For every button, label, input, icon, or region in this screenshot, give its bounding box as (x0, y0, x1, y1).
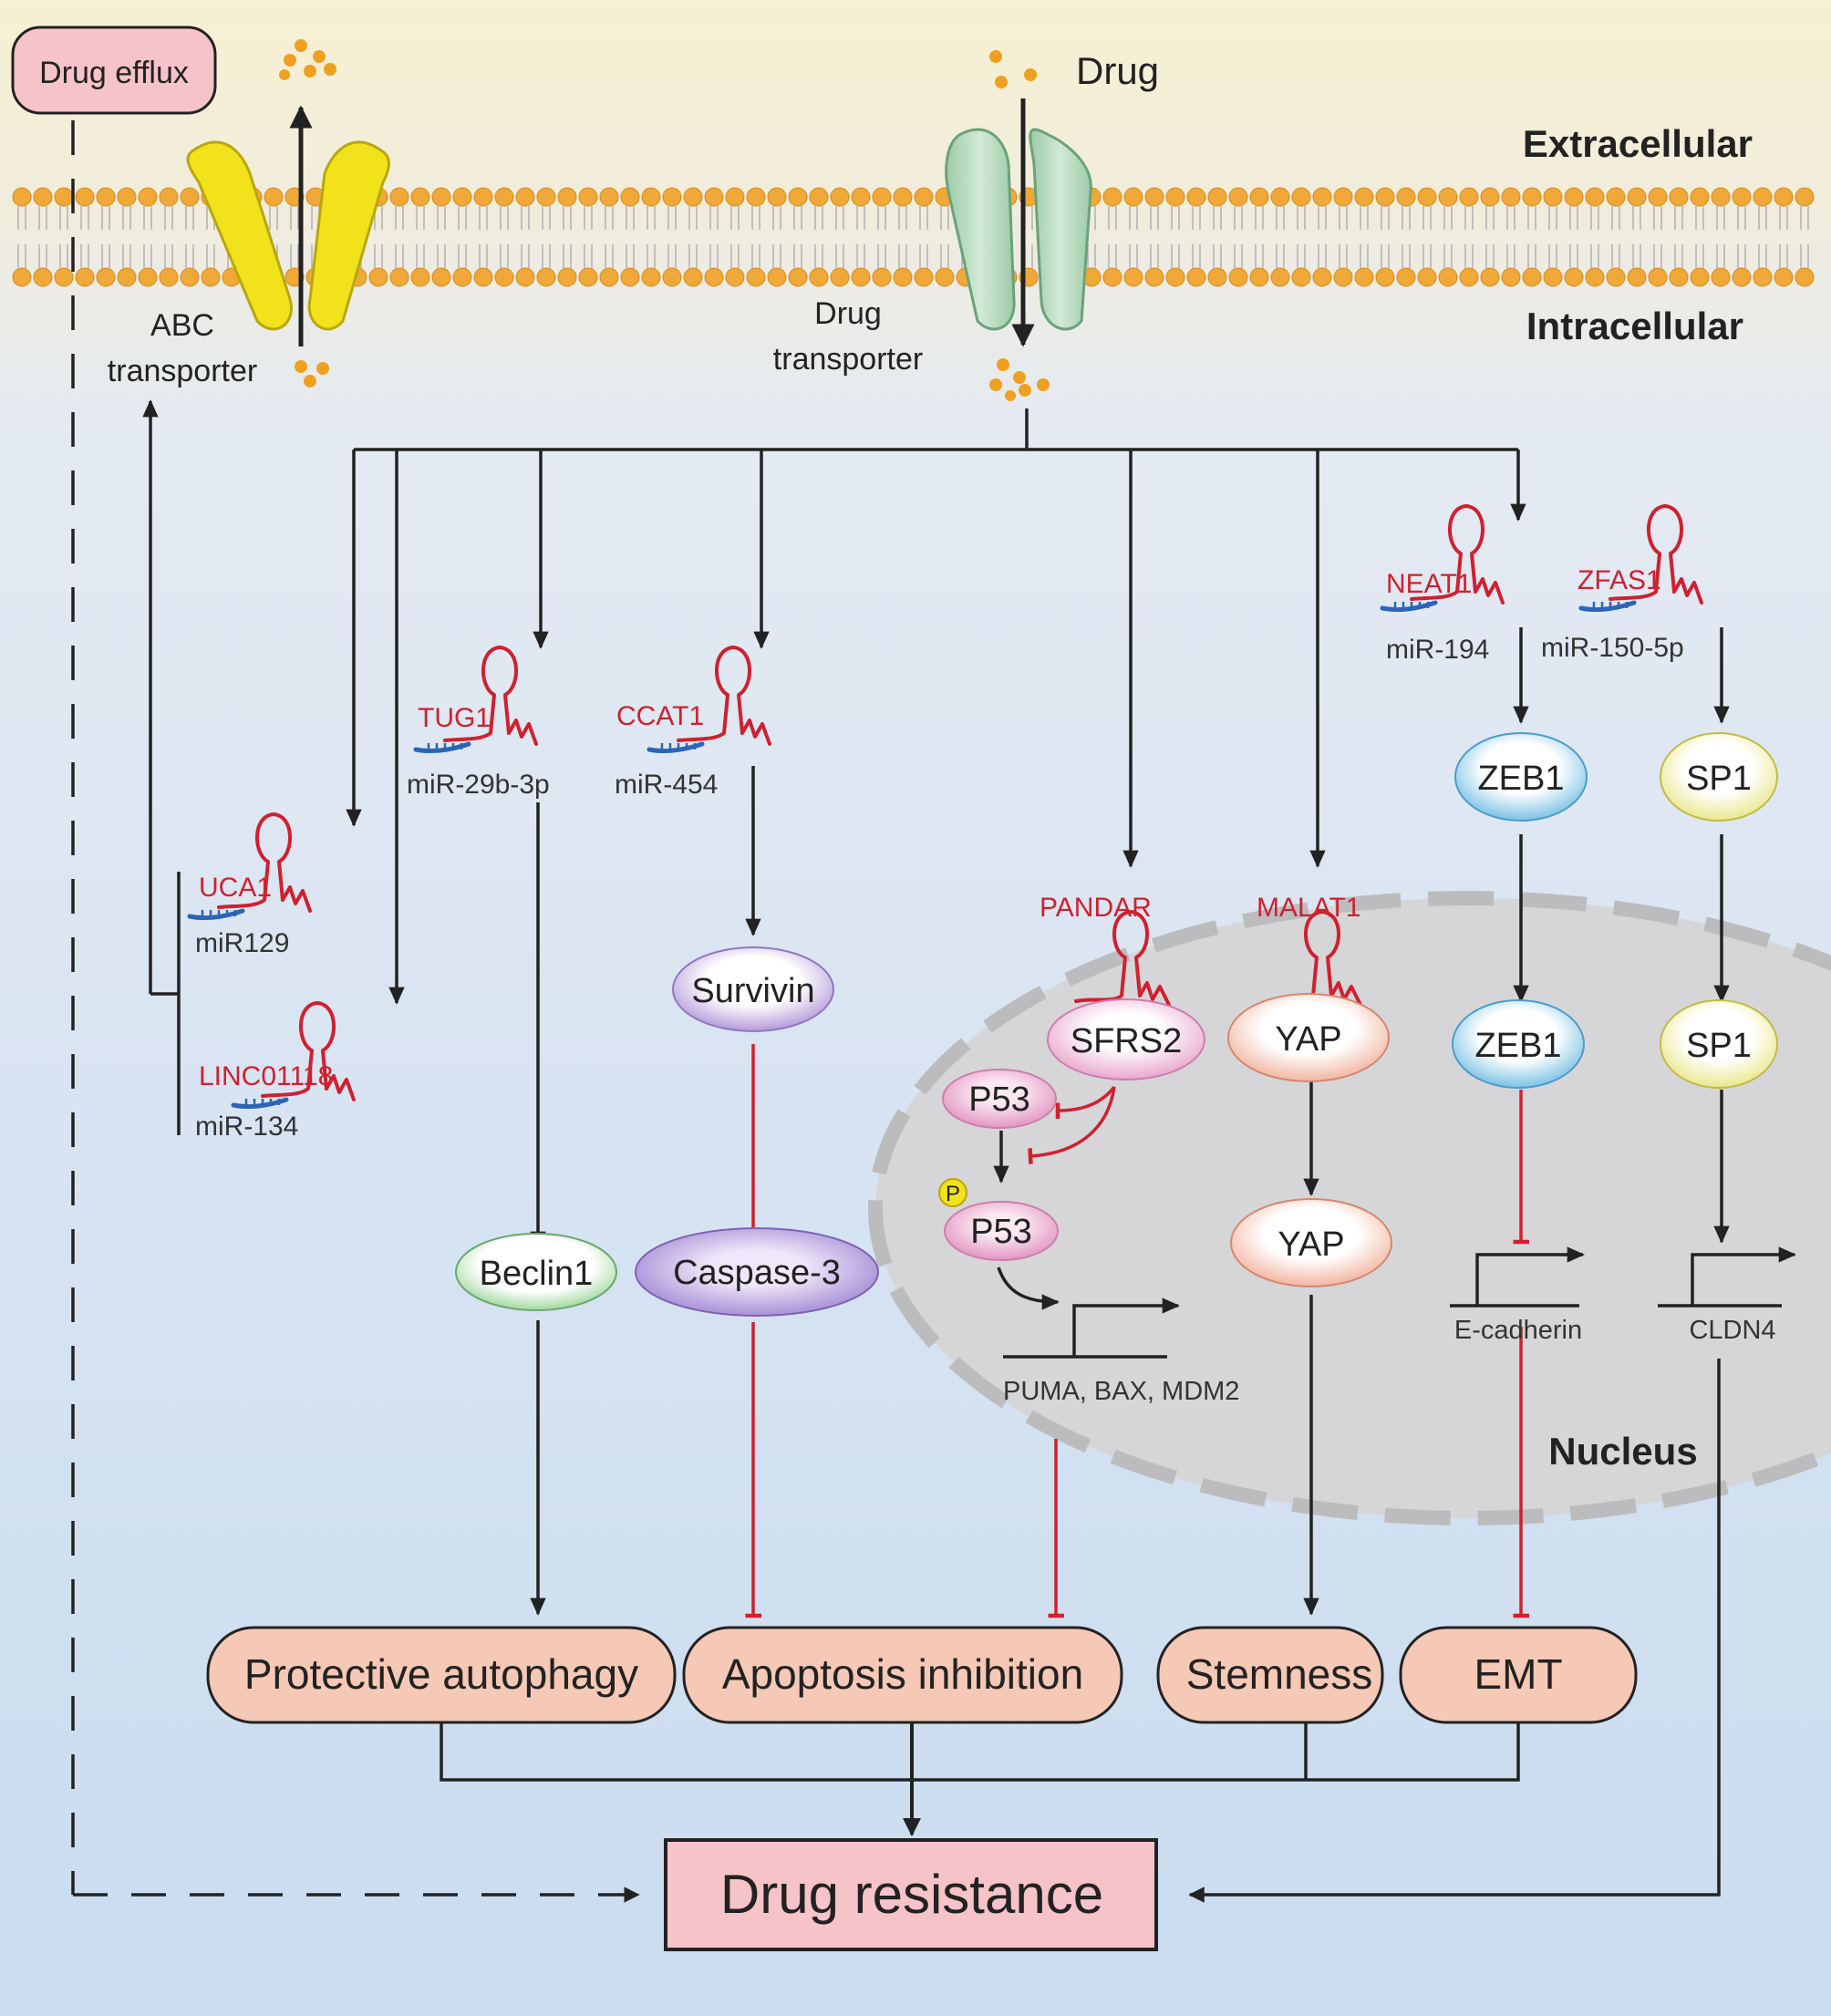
drug-efflux-box (11, 26, 217, 115)
mirna-mir29b: miR-29b-3p (407, 770, 550, 800)
lncrna-uca1: UCA1 (199, 873, 272, 903)
rna-hairpin-ccat1 (647, 646, 771, 754)
yap-bottom-label: YAP (1278, 1225, 1344, 1264)
drug-transporter-label-2: transporter (773, 342, 923, 377)
p53-label: P53 (968, 1080, 1030, 1119)
rna-hairpin-zfas1 (1578, 504, 1703, 613)
rna-hairpin-linc01118 (231, 1001, 356, 1110)
drug-transporter (945, 128, 1092, 331)
p53-phos-label: P53 (970, 1213, 1032, 1251)
sp1-top-label: SP1 (1686, 760, 1752, 798)
resistance-merge-lines (440, 1722, 1520, 1836)
phospho-marker (938, 1178, 967, 1207)
survivin-label: Survivin (691, 972, 814, 1010)
abc-regulation-bracket (142, 399, 181, 1135)
abc-transporter-label-1: ABC (150, 308, 214, 343)
gene-p53-targets: PUMA, BAX, MDM2 (1003, 1377, 1239, 1406)
abc-transporter (186, 140, 390, 331)
rna-hairpin-uca1 (187, 812, 312, 921)
nucleus-label: Nucleus (1548, 1430, 1697, 1473)
drug-efflux-label: Drug efflux (39, 56, 189, 90)
p53-phos-node (944, 1201, 1059, 1261)
extracellular-label: Extracellular (1523, 122, 1753, 165)
drug-label: Drug (1076, 49, 1159, 92)
zeb1-top-node (1454, 732, 1588, 822)
drug-resistance-box (664, 1838, 1158, 1951)
phospho-label: P (946, 1182, 960, 1206)
yap-top-label: YAP (1275, 1020, 1341, 1059)
rna-hairpin-neat1 (1380, 504, 1505, 613)
mirna-mir134: miR-134 (195, 1111, 298, 1142)
stemness-box (1156, 1626, 1384, 1724)
sp1-bottom-node (1660, 999, 1778, 1089)
sfrs2-label: SFRS2 (1071, 1022, 1182, 1060)
intracellular-label: Intracellular (1526, 305, 1743, 347)
lncrna-pandar: PANDAR (1040, 893, 1152, 923)
survivin-node (672, 946, 834, 1032)
caspase3-label: Caspase-3 (673, 1254, 841, 1292)
pathway-connectors (530, 627, 1730, 1903)
stemness-label: Stemness (1186, 1650, 1373, 1698)
mirna-mir129: miR129 (195, 928, 289, 958)
caspase3-node (635, 1227, 879, 1317)
zeb1-bottom-node (1452, 999, 1585, 1089)
lncrna-ccat1: CCAT1 (616, 701, 704, 731)
gene-ecadherin: E-cadherin (1454, 1316, 1582, 1345)
yap-top-node (1227, 993, 1390, 1082)
mirna-mir150: miR-150-5p (1541, 633, 1684, 663)
rna-hairpin-tug1 (413, 646, 538, 754)
drug-particles (279, 39, 1050, 401)
beclin1-label: Beclin1 (480, 1255, 594, 1293)
sp1-bottom-label: SP1 (1686, 1027, 1752, 1065)
zeb1-top-label: ZEB1 (1477, 760, 1564, 798)
abc-transporter-label-2: transporter (108, 354, 257, 388)
p53-node (942, 1069, 1057, 1129)
mirna-mir454: miR-454 (615, 770, 718, 800)
drug-transporter-label-1: Drug (814, 296, 882, 331)
drug-resistance-label: Drug resistance (720, 1864, 1103, 1925)
sp1-top-node (1660, 732, 1778, 822)
protective-autophagy-label: Protective autophagy (244, 1650, 638, 1698)
gene-cldn4: CLDN4 (1689, 1316, 1775, 1345)
sfrs2-node (1047, 998, 1205, 1080)
lncrna-zfas1: ZFAS1 (1578, 565, 1661, 595)
mirna-mir194: miR-194 (1386, 635, 1489, 665)
lncrna-linc01118: LINC01118 (199, 1061, 333, 1091)
apoptosis-inhibition-box (682, 1626, 1123, 1724)
lncrna-tug1: TUG1 (418, 703, 491, 733)
beclin1-node (455, 1233, 617, 1311)
apoptosis-inhibition-label: Apoptosis inhibition (722, 1650, 1083, 1698)
promoters (1003, 1246, 1796, 1359)
lncrna-neat1: NEAT1 (1386, 569, 1472, 599)
drug-distribution-lines (346, 408, 1526, 1005)
lncrna-malat1: MALAT1 (1257, 893, 1360, 923)
zeb1-bottom-label: ZEB1 (1474, 1027, 1561, 1065)
drug-efflux-dashed-path (71, 120, 640, 1903)
yap-bottom-node (1230, 1198, 1392, 1287)
emt-label: EMT (1474, 1650, 1562, 1698)
